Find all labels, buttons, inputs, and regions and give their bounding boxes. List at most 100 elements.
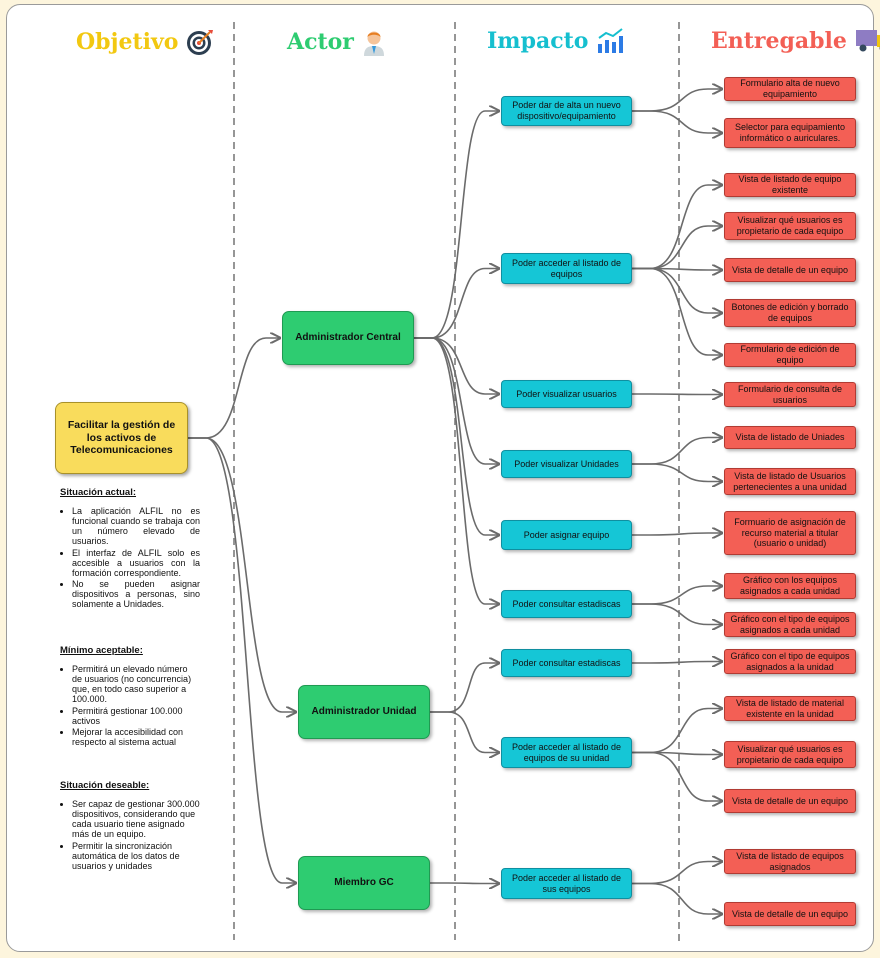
impact-label: Poder asignar equipo [523,529,610,540]
connector-arrow [414,269,499,339]
connector-arrow [632,438,722,465]
header-impacto: Impacto [487,28,628,54]
connector-arrow [632,662,722,664]
actor-label: Miembro GC [334,877,394,888]
header-entregable-label: Entregable [711,28,847,54]
connector-arrow [632,882,722,915]
impact-node[interactable]: Poder asignar equipo [501,520,632,550]
connector-arrow [188,338,280,439]
header-objetivo-label: Objetivo [76,29,179,55]
deliverable-label: Vista de listado de Usuarios pertenecien… [733,470,847,492]
deliverable-node[interactable]: Gráfico con los equipos asignados a cada… [724,573,856,599]
deliverable-node[interactable]: Vista de listado de equipos asignados [724,849,856,874]
impact-node[interactable]: Poder visualizar Unidades [501,450,632,478]
deliverable-node[interactable]: Vista de listado de material existente e… [724,696,856,721]
notes-item: Mejorar la accesibilidad con respecto al… [72,727,200,747]
deliverable-node[interactable]: Formulario de consulta de usuarios [724,382,856,407]
actor-node-administrador-unidad[interactable]: Administrador Unidad [298,685,430,739]
connector-arrow [632,533,722,535]
deliverable-label: Botones de edición y borrado de equipos [731,302,849,323]
chart-icon [596,28,628,54]
notes-item: Ser capaz de gestionar 300.000 dispositi… [72,799,200,840]
connector-arrow [632,463,722,482]
truck-icon [855,28,880,54]
deliverable-node[interactable]: Vista de listado de Usuarios pertenecien… [724,468,856,495]
deliverable-label: Vista de listado de material existente e… [736,697,844,719]
impact-node[interactable]: Poder consultar estadiscas [501,590,632,618]
deliverable-label: Gráfico con el tipo de equipos asignados… [730,613,850,635]
deliverable-node[interactable]: Gráfico con el tipo de equipos asignados… [724,649,856,674]
connector-arrow [430,711,499,753]
deliverable-label: Visualizar qué usuarios es propietario d… [736,743,844,765]
notes-situacion-actual: Situación actual: La aplicación ALFIL no… [60,487,200,611]
impact-node[interactable]: Poder acceder al listado de equipos de s… [501,737,632,768]
deliverable-node[interactable]: Gráfico con el tipo de equipos asignados… [724,612,856,637]
header-actor: Actor [287,28,386,56]
header-objetivo: Objetivo [76,28,214,56]
goal-label: Facilitar la gestión de los activos de T… [67,419,176,457]
impact-node[interactable]: Poder consultar estadiscas [501,649,632,677]
deliverable-label: Visualizar qué usuarios es propietario d… [736,215,844,236]
connector-arrow [632,110,722,133]
impact-node[interactable]: Poder dar de alta un nuevo dispositivo/e… [501,96,632,126]
deliverable-node[interactable]: Botones de edición y borrado de equipos [724,299,856,327]
impact-node[interactable]: Poder acceder al listado de equipos [501,253,632,284]
deliverable-label: Gráfico con el tipo de equipos asignados… [730,650,850,672]
connector-arrow [632,267,722,356]
impact-node[interactable]: Poder acceder al listado de sus equipos [501,868,632,899]
connector-arrow [414,337,499,604]
deliverable-label: Vista de detalle de un equipo [732,908,848,919]
connector-arrow [414,337,499,535]
deliverable-node[interactable]: Vista de detalle de un equipo [724,258,856,282]
deliverable-node[interactable]: Formulario alta de nuevo equipamiento [724,77,856,101]
notes-item: Permitirá un elevado número de usuarios … [72,664,200,705]
notes-minimo-aceptable: Mínimo aceptable: Permitirá un elevado n… [60,645,200,748]
actor-label: Administrador Unidad [311,706,417,717]
deliverable-label: Vista de listado de equipos asignados [736,850,844,872]
notes-item: La aplicación ALFIL no es funcional cuan… [72,506,200,547]
notes-title: Mínimo aceptable: [60,645,143,656]
connector-arrow [632,586,722,605]
deliverable-label: Selector para equipamiento informático o… [734,122,846,143]
notes-situacion-deseable: Situación deseable: Ser capaz de gestion… [60,780,200,872]
connector-arrow [414,111,499,339]
header-entregable: Entregable [711,28,880,54]
deliverable-label: Vista de listado de equipo existente [738,174,842,195]
connectors [188,89,722,914]
actor-node-administrador-central[interactable]: Administrador Central [282,311,414,365]
deliverable-label: Gráfico con los equipos asignados a cada… [739,575,841,596]
deliverable-label: Formulario de consulta de usuarios [737,383,843,405]
deliverable-node[interactable]: Selector para equipamiento informático o… [724,118,856,148]
goal-node[interactable]: Facilitar la gestión de los activos de T… [55,402,188,474]
deliverable-label: Formulario de edición de equipo [740,344,840,365]
connector-arrow [632,862,722,885]
impact-label: Poder visualizar usuarios [516,388,617,399]
deliverable-node[interactable]: Visualizar qué usuarios es propietario d… [724,212,856,240]
connector-arrow [632,226,722,270]
deliverable-label: Vista de detalle de un equipo [732,264,848,275]
notes-item: Permitir la sincronización automática de… [72,841,200,871]
deliverable-label: Formuario de asignación de recurso mater… [734,516,846,549]
connector-arrow [188,437,296,712]
connector-arrow [430,883,499,884]
deliverable-label: Formulario alta de nuevo equipamiento [740,78,840,99]
notes-item: No se pueden asignar dispositivos a pers… [72,579,200,609]
person-icon [362,28,386,56]
deliverable-node[interactable]: Formuario de asignación de recurso mater… [724,511,856,555]
connector-arrow [632,751,722,802]
impact-label: Poder dar de alta un nuevo dispositivo/e… [512,100,621,121]
deliverable-node[interactable]: Formulario de edición de equipo [724,343,856,367]
deliverable-node[interactable]: Vista de listado de equipo existente [724,173,856,197]
deliverable-node[interactable]: Visualizar qué usuarios es propietario d… [724,741,856,768]
connector-arrow [632,709,722,754]
impact-label: Poder visualizar Unidades [514,458,619,469]
deliverable-node[interactable]: Vista de detalle de un equipo [724,902,856,926]
impact-label: Poder consultar estadiscas [512,598,621,609]
deliverable-node[interactable]: Vista de listado de Uniades [724,426,856,449]
impact-node[interactable]: Poder visualizar usuarios [501,380,632,408]
actor-node-miembro-gc[interactable]: Miembro GC [298,856,430,910]
deliverable-node[interactable]: Vista de detalle de un equipo [724,789,856,813]
impact-label: Poder acceder al listado de sus equipos [511,872,622,894]
deliverable-label: Vista de listado de Uniades [735,432,845,443]
